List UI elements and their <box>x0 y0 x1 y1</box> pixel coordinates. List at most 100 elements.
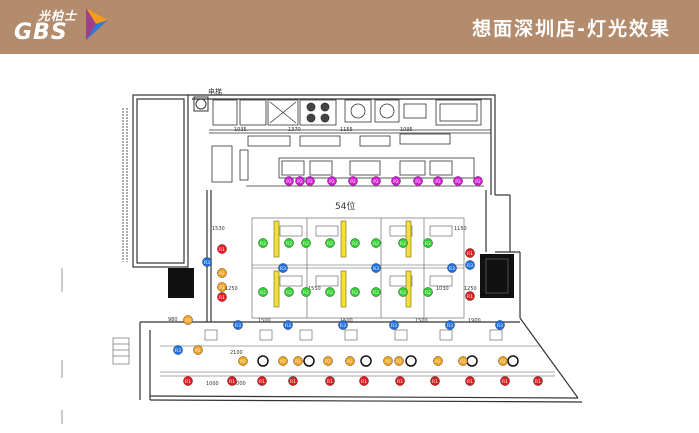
svg-text:1500: 1500 <box>340 318 353 324</box>
light-marker-magenta: P2 <box>371 176 381 186</box>
light-marker-orange: P2 <box>394 356 404 366</box>
svg-text:R2: R2 <box>425 290 431 296</box>
page-title: 想面深圳店-灯光效果 <box>472 18 671 40</box>
entrance <box>61 268 130 424</box>
light-marker-orange: P2 <box>293 356 303 366</box>
light-marker-magenta: P2 <box>327 176 337 186</box>
svg-text:P2: P2 <box>435 179 441 185</box>
svg-text:1095: 1095 <box>400 127 413 133</box>
light-marker-green: R2 <box>350 238 360 248</box>
svg-text:R2: R2 <box>400 290 406 296</box>
light-marker-green: R2 <box>284 287 294 297</box>
light-marker-magenta: P2 <box>391 176 401 186</box>
light-marker-magenta: P2 <box>473 176 483 186</box>
light-marker-orange: P2 <box>458 356 468 366</box>
svg-text:P2: P2 <box>329 179 335 185</box>
svg-text:980: 980 <box>168 317 178 323</box>
svg-text:R1: R1 <box>219 247 225 253</box>
svg-text:1250: 1250 <box>225 286 238 292</box>
light-marker-red: R1 <box>465 291 475 301</box>
svg-text:1030: 1030 <box>436 286 449 292</box>
svg-text:R2: R2 <box>260 241 266 247</box>
svg-text:R3: R3 <box>391 323 397 329</box>
svg-text:P2: P2 <box>435 359 441 365</box>
svg-text:R1: R1 <box>467 251 473 257</box>
svg-text:2000: 2000 <box>233 381 246 387</box>
svg-text:R1: R1 <box>502 379 508 385</box>
light-marker-blue: R3 <box>465 260 475 270</box>
light-marker-magenta: P2 <box>433 176 443 186</box>
light-marker-blue: R3 <box>173 345 183 355</box>
svg-text:R3: R3 <box>373 266 379 272</box>
light-marker-green: R2 <box>258 238 268 248</box>
light-marker-green: R2 <box>398 238 408 248</box>
svg-text:P2: P2 <box>396 359 402 365</box>
header-bar: 光柏士 GBS 想面深圳店-灯光效果 <box>0 0 699 54</box>
svg-text:R1: R1 <box>535 379 541 385</box>
svg-text:R1: R1 <box>467 379 473 385</box>
light-marker-orange: P2 <box>498 356 508 366</box>
light-marker-red: R1 <box>465 248 475 258</box>
light-marker-orange: P2 <box>383 356 393 366</box>
light-marker-orange: P2 <box>433 356 443 366</box>
kitchen-equipment <box>209 99 491 183</box>
svg-text:R3: R3 <box>497 323 503 329</box>
light-marker-blue: R3 <box>495 320 505 330</box>
light-marker-green: R2 <box>350 287 360 297</box>
svg-text:R2: R2 <box>400 241 406 247</box>
svg-text:1550: 1550 <box>308 286 321 292</box>
svg-text:R3: R3 <box>175 348 181 354</box>
counter <box>246 157 484 187</box>
svg-text:1035: 1035 <box>234 127 247 133</box>
light-marker-green: R2 <box>423 238 433 248</box>
light-marker-green: R2 <box>398 287 408 297</box>
svg-text:R3: R3 <box>235 323 241 329</box>
light-marker-orange: P2 <box>193 345 203 355</box>
light-marker-blue: R3 <box>283 320 293 330</box>
light-marker-orange: P2 <box>217 268 227 278</box>
svg-text:R2: R2 <box>303 241 309 247</box>
light-marker-red: R1 <box>217 292 227 302</box>
light-marker-magenta: P2 <box>295 176 305 186</box>
svg-text:R3: R3 <box>449 266 455 272</box>
svg-text:R2: R2 <box>286 241 292 247</box>
light-marker-magenta: P2 <box>284 176 294 186</box>
svg-text:1370: 1370 <box>288 127 301 133</box>
light-marker-magenta: P2 <box>413 176 423 186</box>
light-marker-green: R2 <box>325 238 335 248</box>
logo-gbs-text: GBS <box>14 20 68 45</box>
light-marker-magenta: P2 <box>348 176 358 186</box>
svg-text:1155: 1155 <box>340 127 353 133</box>
logo-mark-icon <box>86 8 108 40</box>
light-marker-red: R1 <box>288 376 298 386</box>
light-marker-red: R1 <box>359 376 369 386</box>
seats-label: 54位 <box>335 200 355 212</box>
svg-text:R3: R3 <box>467 263 473 269</box>
linear-lights <box>273 220 412 308</box>
light-marker-red: R1 <box>500 376 510 386</box>
svg-text:P2: P2 <box>240 359 246 365</box>
light-marker-orange: P2 <box>217 282 227 292</box>
dimension-labels: 1035 1370 1155 1095 1530 1500 1150 1250 … <box>168 127 481 387</box>
light-marker-red: R1 <box>183 376 193 386</box>
light-marker-green: R2 <box>301 238 311 248</box>
svg-text:1500: 1500 <box>258 318 271 324</box>
light-marker-orange: P2 <box>345 356 355 366</box>
light-marker-red: R1 <box>395 376 405 386</box>
svg-text:R2: R2 <box>373 241 379 247</box>
svg-text:R2: R2 <box>352 290 358 296</box>
light-marker-blue: R3 <box>278 263 288 273</box>
light-marker-red: R1 <box>217 244 227 254</box>
svg-text:R2: R2 <box>327 290 333 296</box>
svg-text:P2: P2 <box>280 359 286 365</box>
svg-text:R3: R3 <box>340 323 346 329</box>
light-marker-green: R2 <box>371 287 381 297</box>
light-marker-blue: R3 <box>233 320 243 330</box>
light-marker-orange: P2 <box>238 356 248 366</box>
svg-text:1530: 1530 <box>212 226 225 232</box>
floor-plan: 电梯 <box>0 54 699 429</box>
svg-text:P2: P2 <box>195 348 201 354</box>
svg-text:2100: 2100 <box>230 350 243 356</box>
light-marker-orange: P2 <box>183 315 193 325</box>
